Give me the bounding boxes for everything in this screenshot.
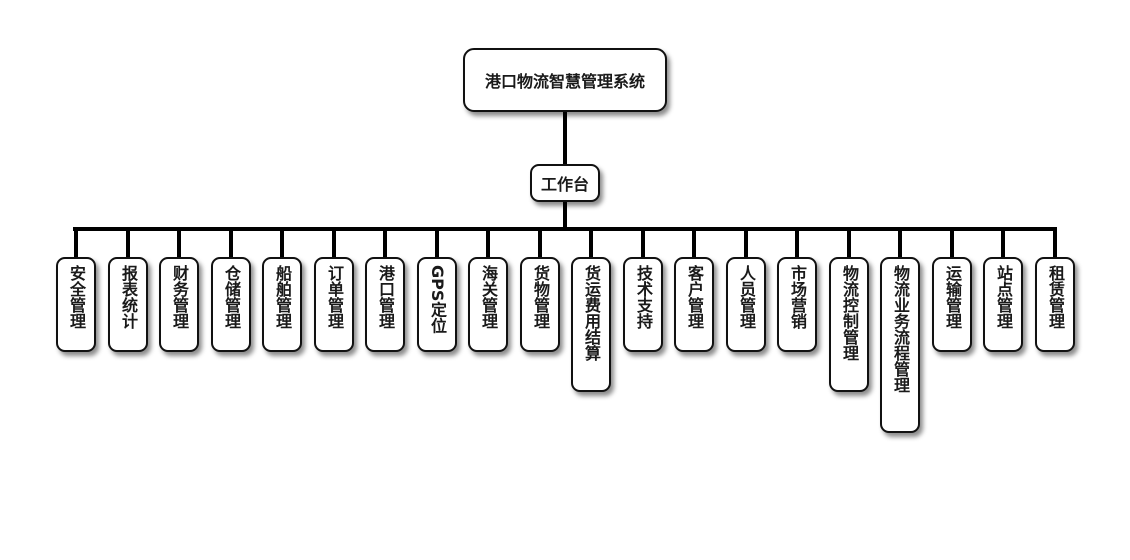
connector-module [744, 229, 748, 258]
connector-module [435, 229, 439, 258]
connector-module [177, 229, 181, 258]
module-node[interactable]: 港口管理 [365, 257, 405, 352]
module-node[interactable]: 站点管理 [983, 257, 1023, 352]
module-node[interactable]: 物流业务流程管理 [880, 257, 920, 433]
module-node[interactable]: 货运费用结算 [571, 257, 611, 392]
module-node[interactable]: 市场营销 [777, 257, 817, 352]
workbench-label: 工作台 [540, 175, 589, 194]
module-label: 客户管理 [685, 265, 704, 329]
workbench-node[interactable]: 工作台 [530, 164, 600, 202]
module-label: 租赁管理 [1046, 265, 1065, 329]
module-node[interactable]: 仓储管理 [211, 257, 251, 352]
module-label: 船舶管理 [273, 265, 292, 329]
module-label: 人员管理 [737, 265, 756, 329]
module-label: 海关管理 [479, 265, 498, 329]
module-label: 货物管理 [531, 265, 550, 329]
connector-module [126, 229, 130, 258]
module-label: 安全管理 [67, 265, 86, 329]
root-node[interactable]: 港口物流智慧管理系统 [463, 48, 667, 112]
module-label: 订单管理 [325, 265, 344, 329]
module-label: GPS定位 [428, 265, 447, 334]
connector-module [229, 229, 233, 258]
module-label: 物流业务流程管理 [891, 265, 910, 393]
module-node[interactable]: 货物管理 [520, 257, 560, 352]
connector-module [538, 229, 542, 258]
module-node[interactable]: 人员管理 [726, 257, 766, 352]
module-node[interactable]: 报表统计 [108, 257, 148, 352]
connector-module [692, 229, 696, 258]
connector-module [950, 229, 954, 258]
module-node[interactable]: 技术支持 [623, 257, 663, 352]
module-label: 物流控制管理 [840, 265, 859, 361]
module-label: 运输管理 [943, 265, 962, 329]
horizontal-bus [73, 227, 1057, 231]
connector-module [383, 229, 387, 258]
module-node[interactable]: 客户管理 [674, 257, 714, 352]
module-node[interactable]: 安全管理 [56, 257, 96, 352]
module-node[interactable]: 财务管理 [159, 257, 199, 352]
module-label: 财务管理 [170, 265, 189, 329]
root-label: 港口物流智慧管理系统 [484, 72, 645, 91]
connector-module [847, 229, 851, 258]
connector-module [332, 229, 336, 258]
connector-module [1053, 229, 1057, 258]
connector-middle-to-bus [563, 202, 567, 230]
module-label: 报表统计 [119, 265, 138, 329]
module-node[interactable]: 海关管理 [468, 257, 508, 352]
connector-module [74, 229, 78, 258]
module-node[interactable]: 运输管理 [932, 257, 972, 352]
module-label: 市场营销 [788, 265, 807, 329]
connector-module [486, 229, 490, 258]
module-node[interactable]: 船舶管理 [262, 257, 302, 352]
connector-module [1001, 229, 1005, 258]
module-label: 站点管理 [994, 265, 1013, 329]
connector-root-to-middle [563, 112, 567, 164]
connector-module [898, 229, 902, 258]
connector-module [280, 229, 284, 258]
module-node[interactable]: 租赁管理 [1035, 257, 1075, 352]
module-node[interactable]: 物流控制管理 [829, 257, 869, 392]
module-label: 技术支持 [634, 265, 653, 329]
connector-module [795, 229, 799, 258]
module-label: 仓储管理 [222, 265, 241, 329]
module-node[interactable]: 订单管理 [314, 257, 354, 352]
module-label: 货运费用结算 [582, 265, 601, 361]
connector-module [641, 229, 645, 258]
connector-module [589, 229, 593, 258]
module-node[interactable]: GPS定位 [417, 257, 457, 352]
module-label: 港口管理 [376, 265, 395, 329]
